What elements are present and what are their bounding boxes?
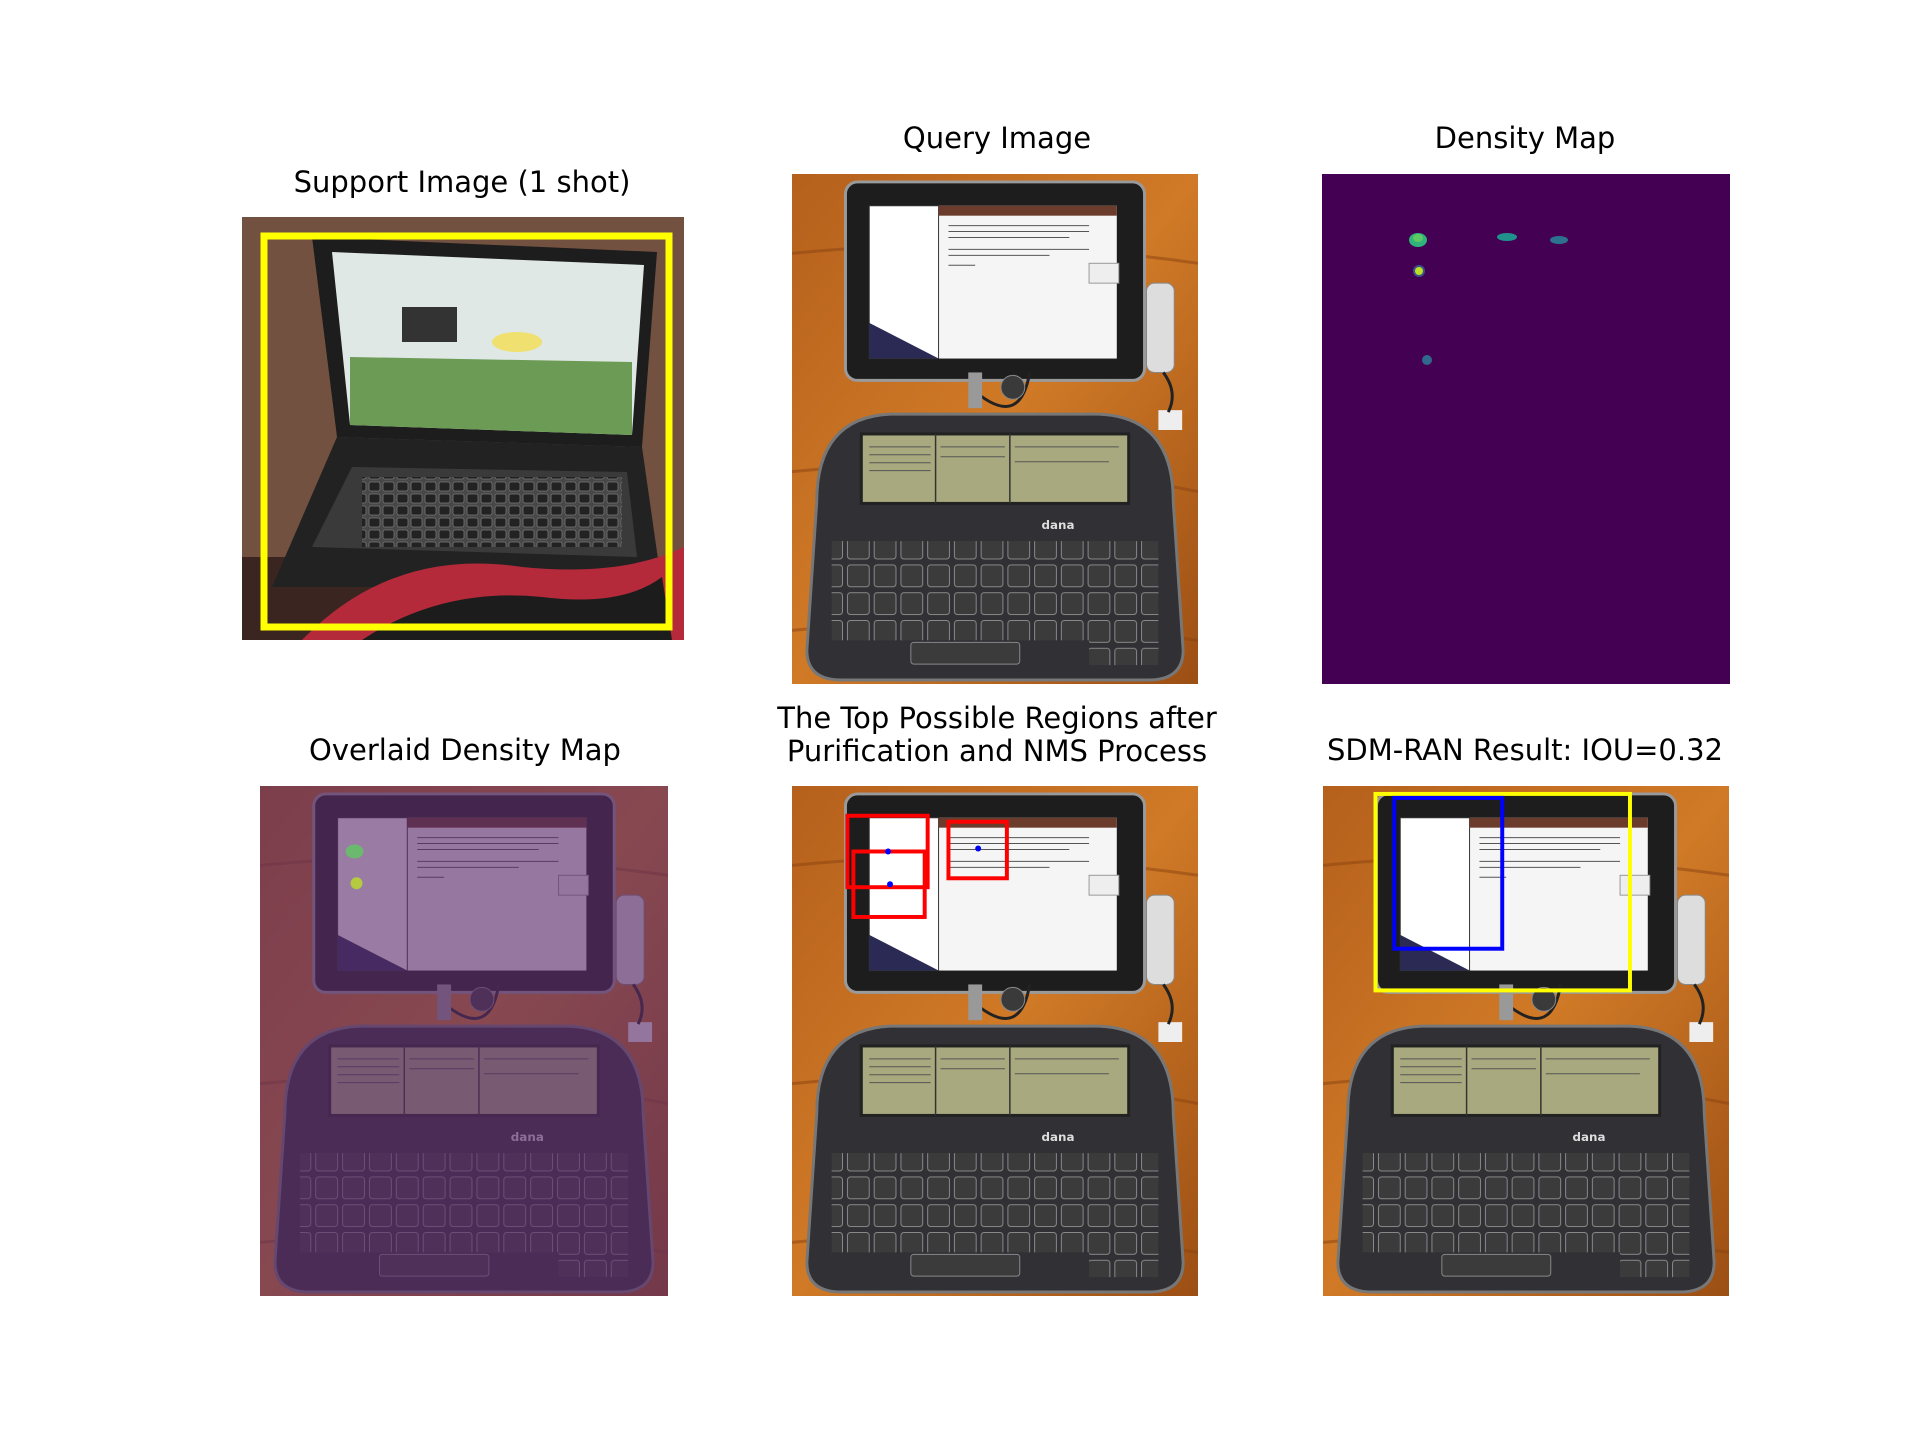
region-box [845,813,930,890]
overlaid-density-map [260,786,668,1296]
prediction-box [1392,795,1505,951]
query-image [792,174,1198,684]
region-box [946,819,1009,881]
overlaid-title-line: Overlaid Density Map [309,733,621,767]
top-regions-title: The Top Possible Regions after Purificat… [752,702,1242,768]
result-image [1323,786,1729,1296]
overlaid-density-map-title: Overlaid Density Map [260,734,670,767]
density-map [1322,174,1730,684]
ground-truth-box [1373,791,1632,993]
support-image-title-line: Support Image (1 shot) [293,165,631,199]
result-title-line: SDM-RAN Result: IOU=0.32 [1326,733,1724,767]
density-map-title: Density Map [1320,122,1730,155]
result-title: SDM-RAN Result: IOU=0.32 [1320,734,1730,767]
region-center-point [885,848,892,855]
query-image-title: Query Image [792,122,1202,155]
support-exemplar-box [260,232,673,631]
region-center-point [975,845,982,852]
top-regions-title-line-2: Purification and NMS Process [786,734,1208,768]
top-regions-title-line-1: The Top Possible Regions after [777,701,1217,735]
region-center-point [887,881,894,888]
density-map-title-line: Density Map [1434,121,1616,155]
query-image-title-line: Query Image [902,121,1092,155]
top-regions-image [792,786,1198,1296]
support-image [242,217,684,640]
support-image-title: Support Image (1 shot) [242,166,682,199]
